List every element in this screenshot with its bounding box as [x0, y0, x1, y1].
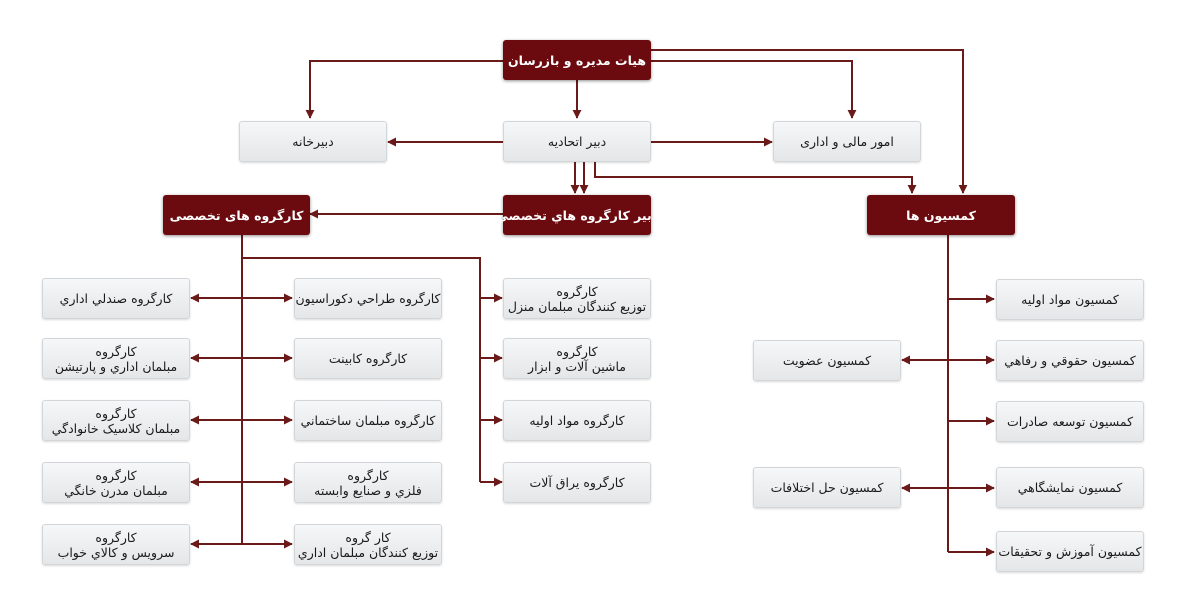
connector-board-finance — [651, 60, 857, 119]
node-label-line: توزیع کنندگان مبلمان اداري — [297, 544, 439, 560]
node-label-line: سرویس و کالاي خواب — [57, 544, 175, 560]
node-commission-training-research: کمسیون آموزش و تحقیقات — [996, 531, 1144, 572]
node-label-line: فلزي و صنایع وابسته — [314, 482, 422, 498]
node-label-line: مبلمان اداري و پارتيشن — [54, 358, 178, 374]
node-label-line: کمسیون عضویت — [782, 353, 872, 368]
node-board: هیات مدیره و بازرسان — [503, 40, 651, 80]
node-label-line: کمسیون توسعه صادرات — [1006, 414, 1134, 429]
node-label-line: کمسیون ها — [906, 207, 976, 223]
node-commission-raw-materials: کمسیون مواد اولیه — [996, 279, 1144, 320]
node-label-line: کارگروه مبلمان ساختماني — [300, 413, 436, 428]
node-wg-hardware: کارگروه یراق آلات — [503, 462, 651, 503]
node-label-line: کارگروه — [95, 405, 137, 421]
node-wg-raw-materials: کارگروه مواد اولیه — [503, 400, 651, 441]
node-finance-admin: امور مالی و اداری — [773, 121, 921, 162]
node-wg-building-furniture: کارگروه مبلمان ساختماني — [294, 400, 442, 441]
node-secretariat: دبیرخانه — [239, 121, 387, 162]
node-label-line: مبلمان مدرن خانگي — [64, 482, 168, 498]
node-label-line: دبیر اتحادیه — [547, 134, 607, 149]
node-commission-exhibition: کمسیون نمایشگاهي — [996, 467, 1144, 508]
node-label-line: مبلمان کلاسیک خانوادگي — [51, 420, 181, 436]
node-label-line: کمسیون مواد اولیه — [1021, 292, 1119, 307]
node-label-line: امور مالی و اداری — [800, 134, 894, 149]
node-label-line: کارگروه های تخصصی — [169, 207, 304, 223]
node-label-line: کارگروه مواد اولیه — [529, 413, 625, 428]
connector-board-commissions — [651, 49, 968, 194]
node-label-line: کارگروه طراحي دکوراسیون — [295, 291, 441, 306]
node-label-line: دبیر کارگروه هاي تخصصي — [495, 207, 659, 223]
node-commission-legal-welfare: کمسیون حقوقي و رفاهي — [996, 340, 1144, 381]
node-label-line: کارگروه — [347, 467, 389, 483]
node-wg-cabinet: کارگروه کابینت — [294, 338, 442, 379]
node-commissions: کمسیون ها — [867, 195, 1015, 235]
wg-branch-right — [242, 257, 481, 482]
connector-board-secretariat — [305, 60, 503, 119]
node-label-line: ماشین آلات و ابزار — [528, 358, 626, 374]
node-label-line: کارگروه کابینت — [328, 351, 408, 366]
node-commission-disputes: کمسیون حل اختلافات — [753, 467, 901, 508]
node-working-groups-secretary: دبیر کارگروه هاي تخصصي — [496, 195, 658, 235]
node-label-line: کارگروه — [95, 529, 137, 545]
node-working-groups: کارگروه های تخصصی — [163, 195, 310, 235]
node-commission-export: کمسیون توسعه صادرات — [996, 401, 1144, 442]
node-label-line: کارگروه — [556, 283, 598, 299]
connector-secretary-commissions — [594, 162, 917, 194]
node-label-line: کمسیون نمایشگاهي — [1017, 480, 1123, 495]
node-union-secretary: دبیر اتحادیه — [503, 121, 651, 162]
node-label-line: کمسیون حل اختلافات — [770, 480, 884, 495]
node-label-line: کارگروه — [95, 467, 137, 483]
node-wg-decoration-design: کارگروه طراحي دکوراسیون — [294, 278, 442, 319]
node-label-line: کارگروه — [556, 343, 598, 359]
node-label-line: کارگروه صندلي اداري — [59, 291, 173, 306]
node-label-line: توزیع کنندگان مبلمان منزل — [507, 298, 647, 314]
node-label-line: دبیرخانه — [292, 134, 334, 149]
node-label-line: کار گروه — [345, 529, 391, 545]
node-commission-membership: کمسیون عضویت — [753, 340, 901, 381]
node-label-line: کارگروه — [95, 343, 137, 359]
node-label-line: کمسیون حقوقي و رفاهي — [1004, 353, 1136, 368]
node-wg-office-chairs: کارگروه صندلي اداري — [42, 278, 190, 319]
node-label-line: کمسیون آموزش و تحقیقات — [998, 544, 1142, 559]
node-label-line: هیات مدیره و بازرسان — [507, 52, 647, 68]
node-label-line: کارگروه یراق آلات — [529, 475, 625, 490]
